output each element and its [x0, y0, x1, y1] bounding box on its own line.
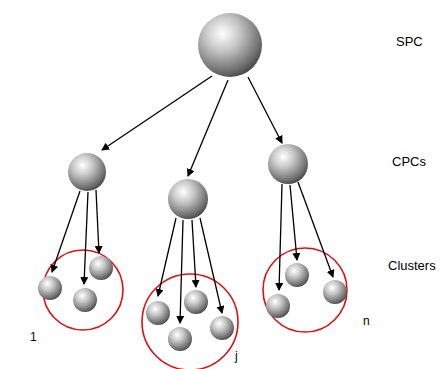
cluster-index: j [235, 349, 238, 363]
cluster-index: 1 [30, 330, 37, 344]
layer-label: CPCs [392, 154, 426, 170]
layer-plane: CPCs [0, 118, 442, 242]
arrows [52, 76, 333, 323]
layer-label: Clusters [388, 258, 436, 274]
layer-plane: Clusters [0, 238, 442, 369]
spheres [38, 13, 347, 351]
cluster-index: n [363, 314, 370, 328]
layer-label: SPC [396, 34, 423, 50]
plane-shape [0, 238, 442, 369]
plane-shape [0, 118, 442, 242]
